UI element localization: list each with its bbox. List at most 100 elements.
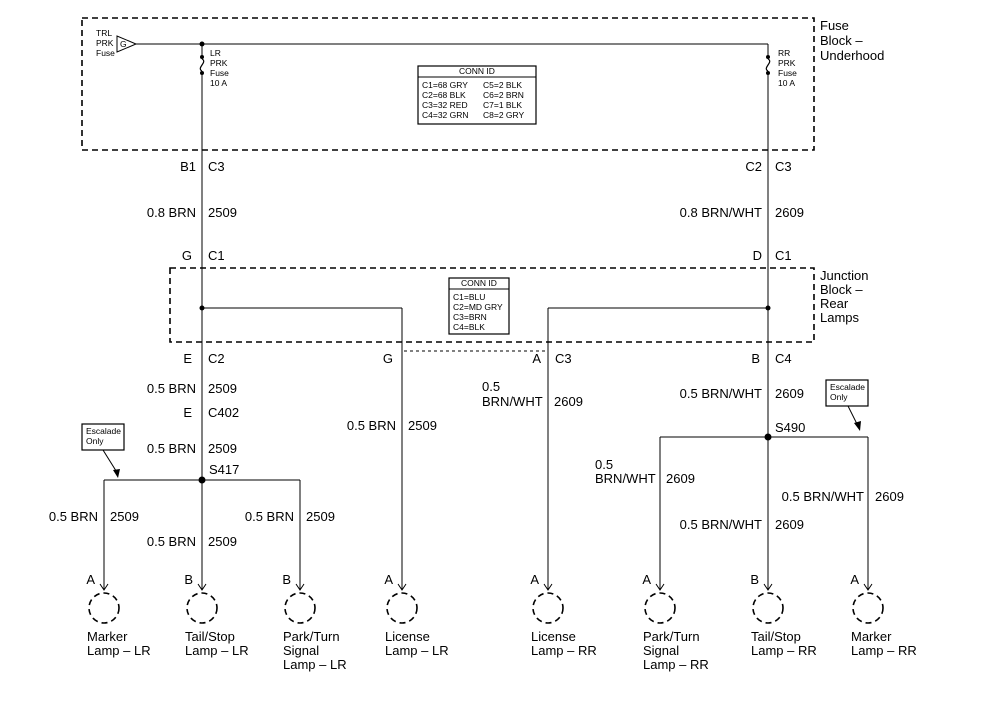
connector-c1-left-label: C1 bbox=[208, 248, 225, 263]
connector-c2-jb-label: C2 bbox=[208, 351, 225, 366]
lamp-pin-label: A bbox=[642, 572, 651, 587]
lr-prk-fuse-symbol bbox=[199, 55, 205, 75]
jb-junction-right bbox=[765, 305, 771, 311]
splice-s417-label: S417 bbox=[209, 462, 239, 477]
svg-text:CONN ID: CONN ID bbox=[459, 66, 495, 76]
circuit-2509-park-lr: 2509 bbox=[306, 509, 335, 524]
connector-c3-left-label: C3 bbox=[208, 159, 225, 174]
lamp-terminal-arrow bbox=[99, 583, 109, 591]
lamp-pin-label: B bbox=[282, 572, 291, 587]
connector-c1-right-label: C1 bbox=[775, 248, 792, 263]
lamp-bulb-icon bbox=[386, 592, 418, 624]
connector-b-c4-label: B bbox=[751, 351, 760, 366]
svg-text:C4=BLK: C4=BLK bbox=[453, 322, 485, 332]
svg-text:C5=2 BLK: C5=2 BLK bbox=[483, 80, 522, 90]
lamp-terminal-arrow bbox=[543, 583, 553, 591]
lamp-bulb-icon bbox=[186, 592, 218, 624]
trl-fuse-g-letter: G bbox=[120, 39, 127, 49]
lamp-pin-label: A bbox=[850, 572, 859, 587]
jb-junction-left bbox=[199, 305, 205, 311]
junction-block-conn-id-table: CONN ID C1=BLU C2=MD GRY C3=BRN C4=BLK bbox=[448, 277, 510, 335]
trl-fuse-symbol bbox=[116, 35, 138, 53]
svg-text:C1=BLU: C1=BLU bbox=[453, 292, 485, 302]
connector-c3-jb-label: C3 bbox=[555, 351, 572, 366]
connector-e-c402-label: E bbox=[183, 405, 192, 420]
svg-text:C8=2 GRY: C8=2 GRY bbox=[483, 110, 525, 120]
circuit-2609-license-rr: 2609 bbox=[554, 394, 583, 409]
circuit-2609-park-rr: 2609 bbox=[666, 471, 695, 486]
wire-label-park-lr: 0.5 BRN bbox=[245, 509, 294, 524]
connector-c4-label: C4 bbox=[775, 351, 792, 366]
lamp-pin-label: A bbox=[384, 572, 393, 587]
lamp-bulb-icon bbox=[88, 592, 120, 624]
wire-label-license-lr: 0.5 BRN bbox=[347, 418, 396, 433]
lamp-terminal-arrow bbox=[295, 583, 305, 591]
lamp-bulb-icon bbox=[284, 592, 316, 624]
connector-d-label: D bbox=[753, 248, 762, 263]
fuse-block-conn-id-table: CONN ID C1=68 GRY C2=68 BLK C3=32 RED C4… bbox=[417, 65, 537, 125]
lamp-pin-label: B bbox=[750, 572, 759, 587]
wire-label-0-8-brn-wht: 0.8 BRN/WHT bbox=[680, 205, 762, 220]
circuit-2609-c4: 2609 bbox=[775, 386, 804, 401]
fuse-block-boundary bbox=[81, 17, 815, 151]
svg-text:C7=1 BLK: C7=1 BLK bbox=[483, 100, 522, 110]
lamp-bulb-icon bbox=[752, 592, 784, 624]
svg-text:C6=2 BRN: C6=2 BRN bbox=[483, 90, 524, 100]
lamp-terminal-arrow bbox=[197, 583, 207, 591]
lamp-bulb-icon bbox=[532, 592, 564, 624]
circuit-2609-tail-rr: 2609 bbox=[775, 517, 804, 532]
svg-text:C3=BRN: C3=BRN bbox=[453, 312, 487, 322]
lamp-bulb-icon bbox=[852, 592, 884, 624]
circuit-2509-license-lr: 2509 bbox=[408, 418, 437, 433]
circuit-2509-e-c2: 2509 bbox=[208, 381, 237, 396]
wire-label-0-8-brn: 0.8 BRN bbox=[147, 205, 196, 220]
svg-text:C4=32 GRN: C4=32 GRN bbox=[422, 110, 469, 120]
wire-label-marker-lr: 0.5 BRN bbox=[49, 509, 98, 524]
lamp-pin-label: A bbox=[530, 572, 539, 587]
lamp-terminal-arrow bbox=[763, 583, 773, 591]
wire-label-0-5-brn-wht-c4: 0.5 BRN/WHT bbox=[680, 386, 762, 401]
splice-s490 bbox=[764, 433, 772, 441]
circuit-2509-marker-lr: 2509 bbox=[110, 509, 139, 524]
circuit-2509-tail-lr: 2509 bbox=[208, 534, 237, 549]
svg-text:C3=32 RED: C3=32 RED bbox=[422, 100, 468, 110]
connector-b1-label: B1 bbox=[180, 159, 196, 174]
wire-label-marker-rr: 0.5 BRN/WHT bbox=[782, 489, 864, 504]
circuit-2509-top: 2509 bbox=[208, 205, 237, 220]
circuit-2509-c402: 2509 bbox=[208, 441, 237, 456]
connector-e-label: E bbox=[183, 351, 192, 366]
lamp-pin-label: B bbox=[184, 572, 193, 587]
wire-label-0-5-brn-c402: 0.5 BRN bbox=[147, 441, 196, 456]
connector-c2-right-label: C2 bbox=[745, 159, 762, 174]
wire-label-tail-lr: 0.5 BRN bbox=[147, 534, 196, 549]
svg-text:C2=MD GRY: C2=MD GRY bbox=[453, 302, 503, 312]
connector-g-label: G bbox=[182, 248, 192, 263]
lamp-terminal-arrow bbox=[655, 583, 665, 591]
splice-s490-label: S490 bbox=[775, 420, 805, 435]
